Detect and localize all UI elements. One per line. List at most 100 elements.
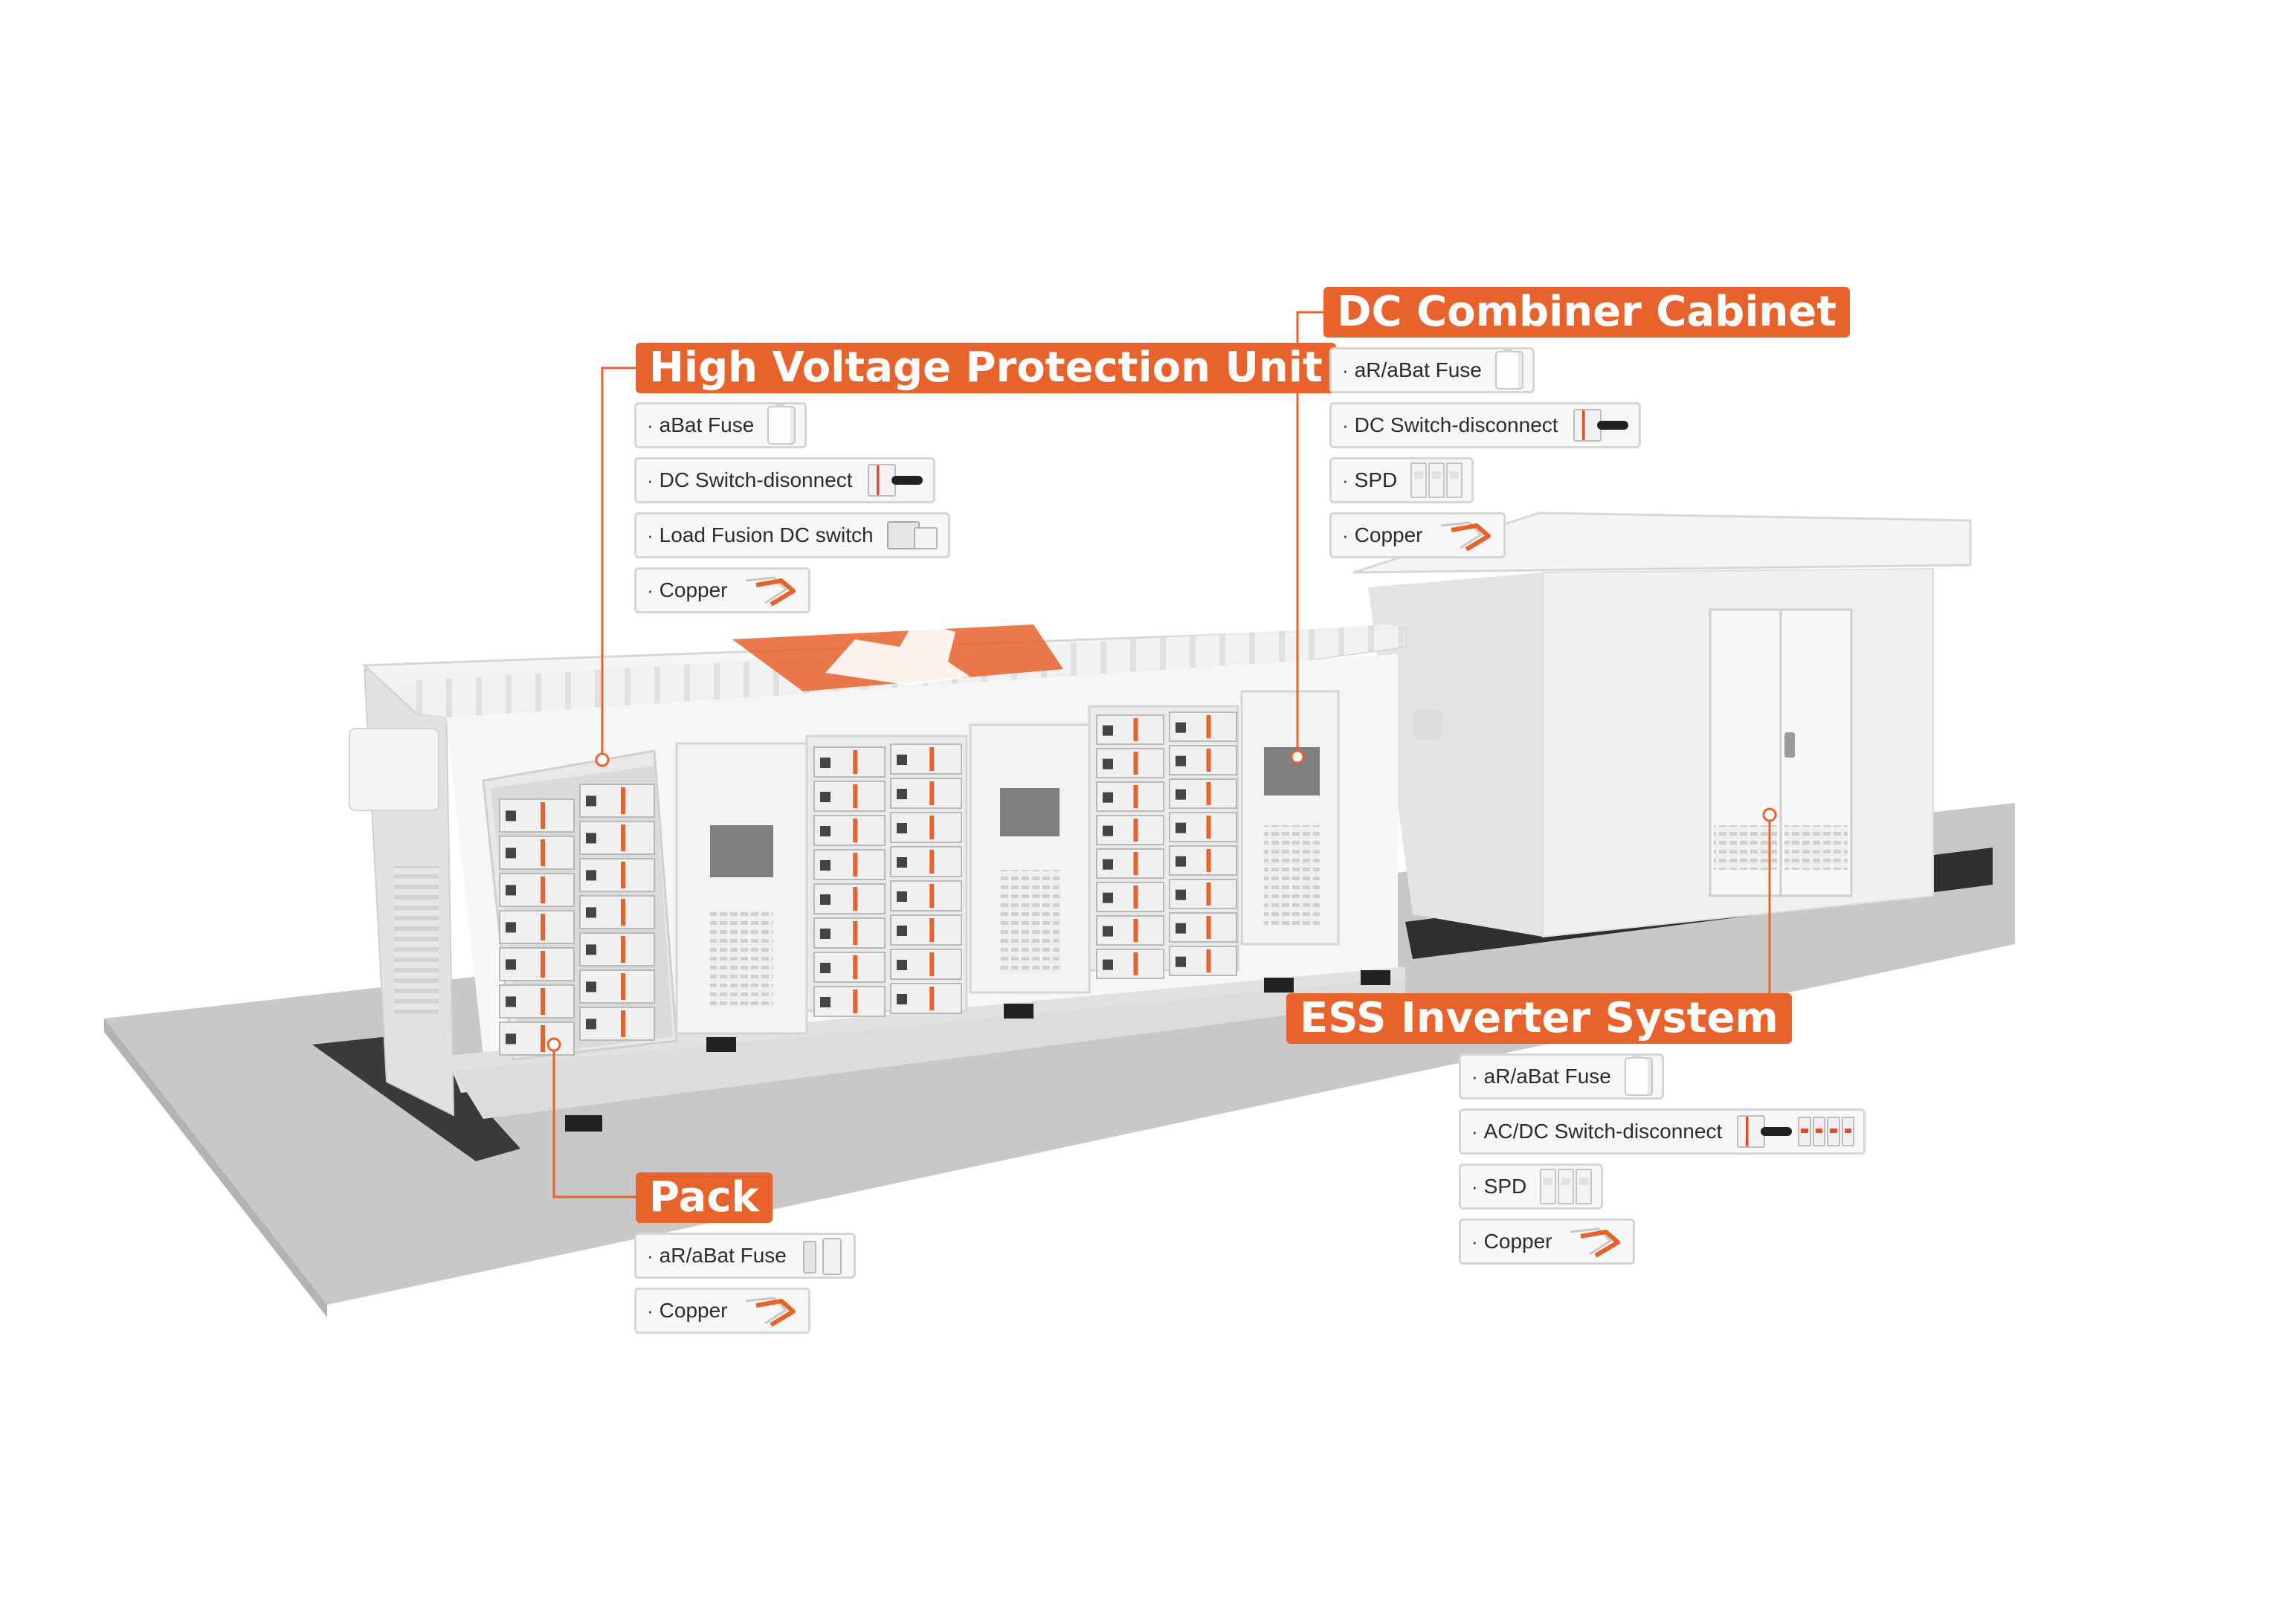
module-fan: [820, 894, 831, 905]
battery-module: [813, 781, 886, 812]
module-fan: [1176, 789, 1186, 800]
module-fan: [820, 860, 831, 871]
module-fan: [1103, 725, 1113, 736]
hvpu-item-label: aBat Fuse: [659, 413, 755, 436]
module-busbar: [929, 781, 935, 805]
bullet: ·: [647, 578, 654, 601]
dc-switch-icon: [1735, 1115, 1793, 1148]
module-busbar: [853, 750, 858, 774]
module-busbar: [1206, 849, 1211, 872]
item-icons: [1540, 1169, 1593, 1204]
module-busbar: [621, 973, 625, 1000]
module-busbar: [929, 918, 935, 942]
module-fan: [1176, 889, 1186, 900]
module-fan: [506, 996, 516, 1007]
copper-busbar-icon: [741, 573, 799, 607]
dccc-title: DC Combiner Cabinet: [1323, 287, 1851, 338]
module-fan: [1103, 792, 1113, 803]
module-busbar: [1133, 752, 1138, 775]
module-fan: [1176, 722, 1186, 733]
module-busbar: [1133, 952, 1138, 975]
bullet: ·: [647, 468, 654, 491]
copper-busbar-icon: [741, 1294, 799, 1328]
module-fan: [897, 857, 907, 868]
item-icons: [767, 402, 796, 445]
load-fusion-switch-icon: [886, 518, 939, 552]
module-busbar: [621, 936, 625, 963]
hvpu-item: ·DC Switch-disonnect: [634, 457, 935, 503]
fuse-icon: [1494, 347, 1523, 390]
battery-modules: [499, 711, 1237, 1056]
module-fan: [1103, 859, 1113, 870]
module-busbar: [1133, 785, 1138, 808]
hvpu-item-label: DC Switch-disonnect: [659, 468, 853, 491]
module-busbar: [929, 747, 935, 771]
item-icons: [800, 1236, 845, 1275]
spd-icon: [1410, 462, 1463, 498]
module-fan: [897, 789, 907, 799]
bullet: ·: [647, 413, 654, 436]
module-fan: [506, 1033, 516, 1045]
module-busbar: [621, 1010, 625, 1037]
item-icons: [1410, 462, 1463, 498]
module-busbar: [853, 819, 858, 842]
module-fan: [506, 959, 516, 970]
hvpu-item: ·aBat Fuse: [634, 402, 807, 448]
bullet: ·: [647, 1244, 654, 1267]
dc-switch-icon: [1572, 409, 1630, 442]
ess-item-label: aR/aBat Fuse: [1483, 1065, 1611, 1088]
module-fan: [820, 758, 831, 768]
module-fan: [820, 963, 831, 973]
pack-item-label: aR/aBat Fuse: [659, 1244, 787, 1267]
module-busbar: [853, 990, 858, 1013]
hvpu-item-label: Copper: [659, 578, 728, 601]
module-busbar: [541, 951, 545, 978]
battery-module: [890, 880, 962, 911]
hvpu-item: ·Copper: [634, 567, 810, 613]
module-busbar: [541, 802, 545, 829]
module-fan: [586, 833, 596, 844]
ess-item: ·SPD: [1459, 1163, 1604, 1210]
module-busbar: [1206, 882, 1211, 906]
module-busbar: [1206, 816, 1211, 839]
module-busbar: [853, 784, 858, 808]
module-fan: [820, 929, 831, 939]
item-icons: [1735, 1115, 1855, 1148]
bullet: ·: [1471, 1230, 1478, 1253]
dccc-item-label: DC Switch-disconnect: [1354, 413, 1558, 436]
module-busbar: [929, 850, 935, 874]
module-fan: [897, 823, 907, 833]
hvpu-item: ·Load Fusion DC switch: [634, 512, 950, 558]
dccc-item-label: SPD: [1354, 468, 1398, 491]
module-fan: [897, 960, 907, 970]
module-fan: [506, 848, 516, 859]
fuse-icon: [767, 402, 796, 445]
hvpu-item-label: Load Fusion DC switch: [659, 523, 874, 546]
pack-item-list: ·aR/aBat Fuse·Copper: [634, 1233, 856, 1334]
module-busbar: [929, 952, 935, 976]
ess-item: ·AC/DC Switch-disconnect: [1459, 1108, 1866, 1155]
bullet: ·: [1342, 468, 1349, 491]
module-fan: [1176, 856, 1186, 867]
item-icons: [866, 464, 924, 497]
fuse-holder-icon: [800, 1236, 845, 1275]
dccc-item: ·Copper: [1329, 512, 1506, 558]
module-busbar: [1133, 718, 1138, 741]
item-icons: [1572, 409, 1630, 442]
module-fan: [1103, 758, 1113, 769]
module-fan: [820, 997, 831, 1007]
dccc-item: ·aR/aBat Fuse: [1329, 347, 1535, 393]
item-icons: [886, 518, 939, 552]
module-fan: [1176, 923, 1186, 934]
ess-title: ESS Inverter System: [1286, 993, 1792, 1044]
module-fan: [897, 994, 907, 1004]
module-fan: [1103, 926, 1113, 937]
pack-item-label: Copper: [659, 1299, 728, 1322]
bullet: ·: [1342, 358, 1349, 381]
dccc-item-label: aR/aBat Fuse: [1354, 358, 1482, 381]
module-fan: [897, 926, 907, 936]
ess-item-label: AC/DC Switch-disconnect: [1483, 1120, 1723, 1143]
module-busbar: [1206, 949, 1211, 972]
bullet: ·: [647, 523, 654, 546]
